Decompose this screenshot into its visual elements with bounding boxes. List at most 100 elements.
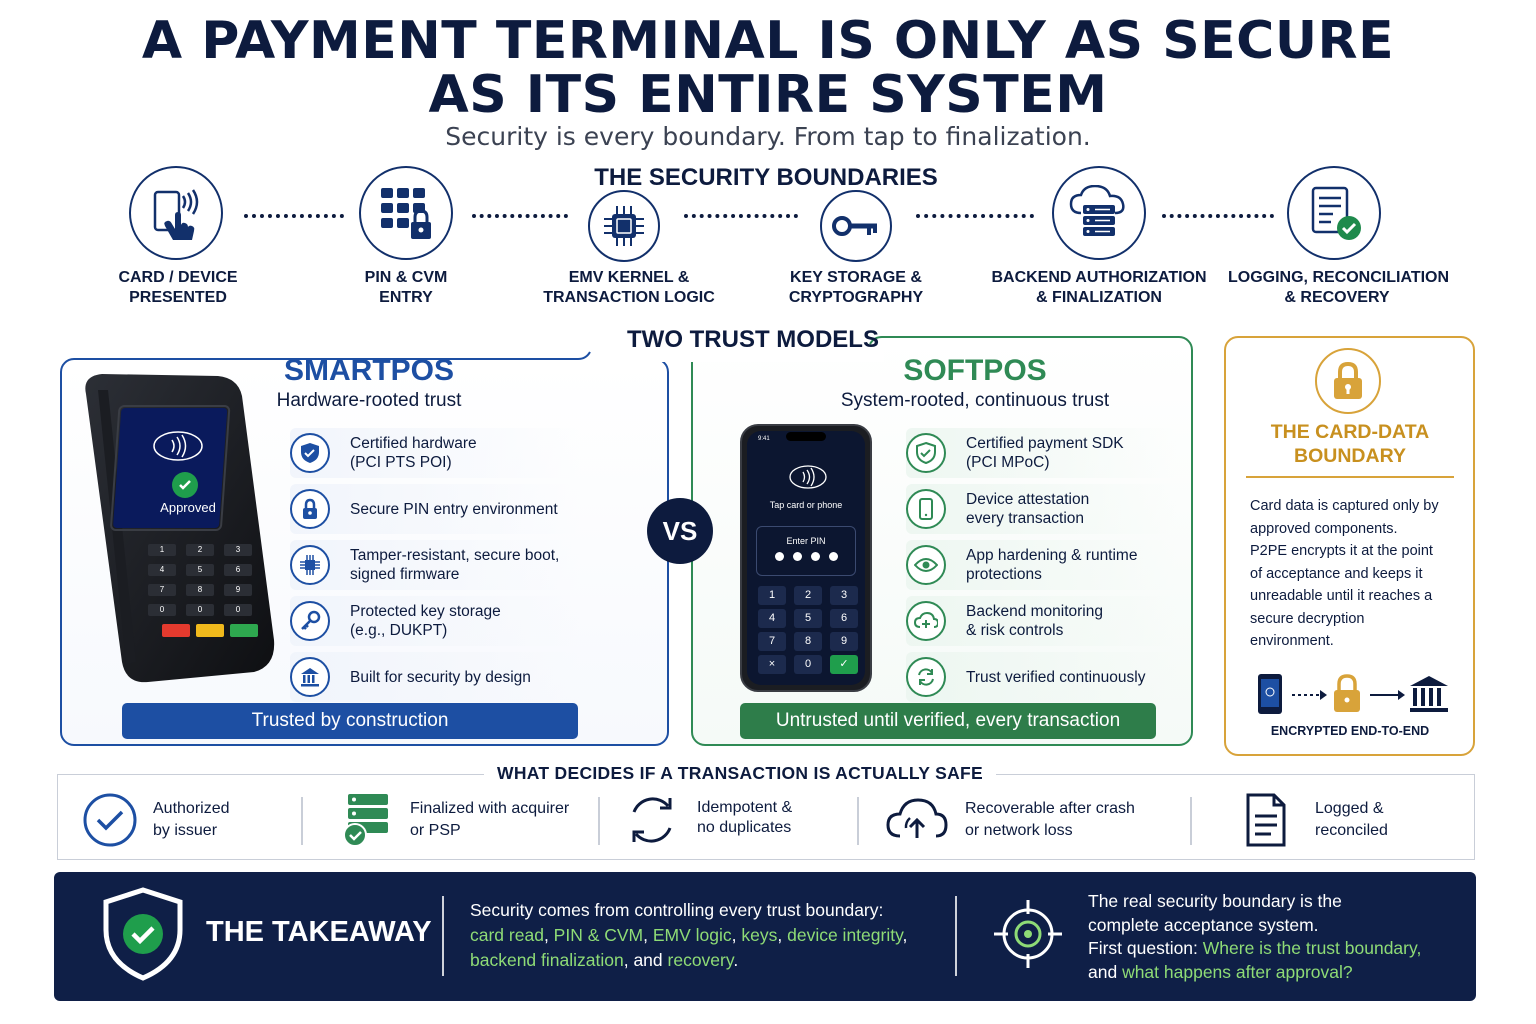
- key-icon: [301, 610, 321, 630]
- boundary-emv-kernel: [588, 190, 660, 262]
- terminal-key: 1: [148, 544, 176, 556]
- terminal-key: 4: [148, 564, 176, 576]
- takeaway-right-text: The real security boundary is the comple…: [1088, 891, 1422, 982]
- enter-key: [230, 624, 258, 637]
- terminal-key: 7: [148, 584, 176, 596]
- softpos-title: SOFTPOS: [903, 354, 1047, 387]
- clear-key: [196, 624, 224, 637]
- phone-key: ×: [758, 655, 786, 674]
- chip-icon: [604, 206, 644, 246]
- softpos-subtitle: System-rooted, continuous trust: [840, 390, 1110, 411]
- terminal-key: 5: [186, 564, 214, 576]
- boundary-label: KEY STORAGE & CRYPTOGRAPHY: [788, 269, 924, 306]
- key-icon: [832, 216, 877, 236]
- boundary-logging: [1287, 166, 1381, 260]
- card-data-footer: ENCRYPTED END-TO-END: [1270, 724, 1430, 738]
- boundary-connector: [684, 214, 798, 218]
- page-title-line2: AS ITS ENTIRE SYSTEM: [428, 65, 1108, 125]
- boundary-key-storage: [820, 190, 892, 262]
- phone-time: 9:41: [758, 436, 770, 442]
- smartpos-title: SMARTPOS: [283, 354, 454, 387]
- terminal-function-keys: [162, 624, 262, 637]
- boundary-card-device: [129, 166, 223, 260]
- phone-key: 5: [794, 609, 822, 628]
- server-check-icon: [340, 790, 392, 852]
- smartpos-subtitle: Hardware-rooted trust: [276, 390, 462, 411]
- document-icon: [1244, 792, 1288, 852]
- card-data-body: Card data is captured only by approved co…: [1250, 495, 1466, 653]
- cloud-server-icon: [1069, 185, 1125, 236]
- softpos-feature: Trust verified continuously: [906, 652, 1176, 702]
- shield-check-icon: [916, 441, 936, 465]
- phone-key: 2: [794, 586, 822, 605]
- pin-dots: [757, 552, 855, 561]
- encryption-flow: [1256, 672, 1458, 718]
- terminal-key: 0: [148, 604, 176, 616]
- smartpos-feature: Tamper-resistant, secure boot,signed fir…: [290, 540, 580, 590]
- boundary-connector: [472, 214, 568, 218]
- phone-key: 8: [794, 632, 822, 651]
- terminal-key: 8: [186, 584, 214, 596]
- page-title-line1: A PAYMENT TERMINAL IS ONLY AS SECURE: [141, 11, 1395, 71]
- softpos-feature: Certified payment SDK(PCI MPoC): [906, 428, 1176, 478]
- smartpos-feature: Certified hardware(PCI PTS POI): [290, 428, 580, 478]
- softpos-feature-list: Certified payment SDK(PCI MPoC) Device a…: [906, 428, 1176, 702]
- bank-icon: [1410, 676, 1448, 712]
- phone-key: 3: [830, 586, 858, 605]
- terminal-key: 0: [224, 604, 252, 616]
- vs-badge: VS: [647, 498, 713, 564]
- padlock-icon: [1334, 361, 1362, 399]
- page-subtitle: Security is every boundary. From tap to …: [445, 122, 1091, 151]
- card-data-body-line: approved components.: [1250, 520, 1398, 537]
- takeaway-left-text: Security comes from controlling every tr…: [470, 900, 908, 970]
- smartphone-icon: [919, 498, 933, 520]
- phone-tap-prompt: Tap card or phone: [769, 500, 843, 510]
- phone-key: 0: [794, 655, 822, 674]
- lock-icon: [303, 498, 317, 519]
- terminal-key: 2: [186, 544, 214, 556]
- boundary-pin-cvm: [359, 166, 453, 260]
- smartpos-banner: Trusted by construction: [122, 703, 578, 739]
- smartpos-feature-list: Certified hardware(PCI PTS POI) Secure P…: [290, 428, 580, 702]
- smartpos-feature: Secure PIN entry environment: [290, 484, 580, 534]
- phone-pin-box: Enter PIN: [756, 526, 856, 576]
- card-data-body-line: secure decryption: [1250, 610, 1365, 627]
- trust-models-heading: TWO TRUST MODELS: [627, 326, 879, 353]
- cancel-key: [162, 624, 190, 637]
- boundary-connector: [1162, 214, 1274, 218]
- phone-key: ✓: [830, 655, 858, 674]
- boundary-label: EMV KERNEL & TRANSACTION LOGIC: [543, 269, 715, 306]
- terminal-key: 0: [186, 604, 214, 616]
- boundary-connector: [916, 214, 1034, 218]
- approved-check-icon: [172, 472, 198, 498]
- cloud-plus-icon: [914, 611, 938, 628]
- shield-check-icon: [100, 886, 186, 986]
- chip-icon: [300, 555, 320, 575]
- terminal-key: 6: [224, 564, 252, 576]
- card-data-body-line: environment.: [1250, 633, 1334, 649]
- smartpos-feature: Built for security by design: [290, 652, 580, 702]
- softpos-banner: Untrusted until verified, every transact…: [740, 703, 1156, 739]
- keypad-lock-icon: [381, 188, 431, 239]
- contactless-icon: [789, 465, 827, 489]
- bank-icon: [301, 668, 319, 687]
- card-data-body-line: Card data is captured only by: [1250, 498, 1439, 514]
- takeaway-title: THE TAKEAWAY: [206, 916, 432, 948]
- card-data-title: THE CARD-DATA BOUNDARY: [1270, 421, 1430, 467]
- card-data-body-line: of acceptance and keeps it: [1250, 565, 1423, 582]
- cloud-upload-icon: [886, 796, 948, 848]
- phone-key: 4: [758, 609, 786, 628]
- padlock-icon: [1334, 674, 1360, 712]
- phone-pin-label: Enter PIN: [786, 536, 826, 546]
- phone-key: 7: [758, 632, 786, 651]
- takeaway-banner: [54, 872, 1476, 1001]
- boundary-label: BACKEND AUTHORIZATION & FINALIZATION: [991, 269, 1207, 306]
- shield-check-icon: [301, 443, 319, 463]
- safe-heading: WHAT DECIDES IF A TRANSACTION IS ACTUALL…: [484, 760, 996, 786]
- smartpos-terminal-illustration: [78, 370, 278, 694]
